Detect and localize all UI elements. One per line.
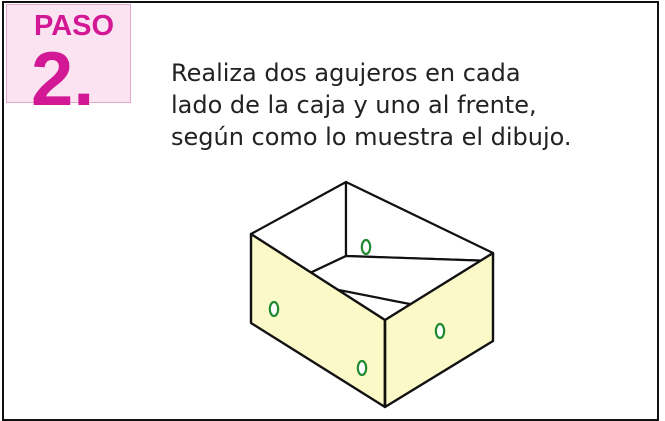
step-label: PASO	[34, 10, 115, 42]
instruction-line-2: lado de la caja y uno al frente,	[171, 91, 537, 119]
step-badge: PASO 2.	[6, 4, 131, 118]
box-illustration	[249, 180, 495, 409]
hole-left-face	[268, 300, 280, 318]
instruction-text: Realiza dos agujeros en cada lado de la …	[171, 57, 641, 153]
hole-front-corner	[356, 359, 368, 377]
instruction-line-1: Realiza dos agujeros en cada	[171, 59, 521, 87]
step-number: 2.	[31, 37, 95, 122]
hole-right-face	[434, 322, 446, 340]
hole-back-wall	[360, 238, 372, 256]
instruction-line-3: según como lo muestra el dibujo.	[171, 123, 572, 151]
